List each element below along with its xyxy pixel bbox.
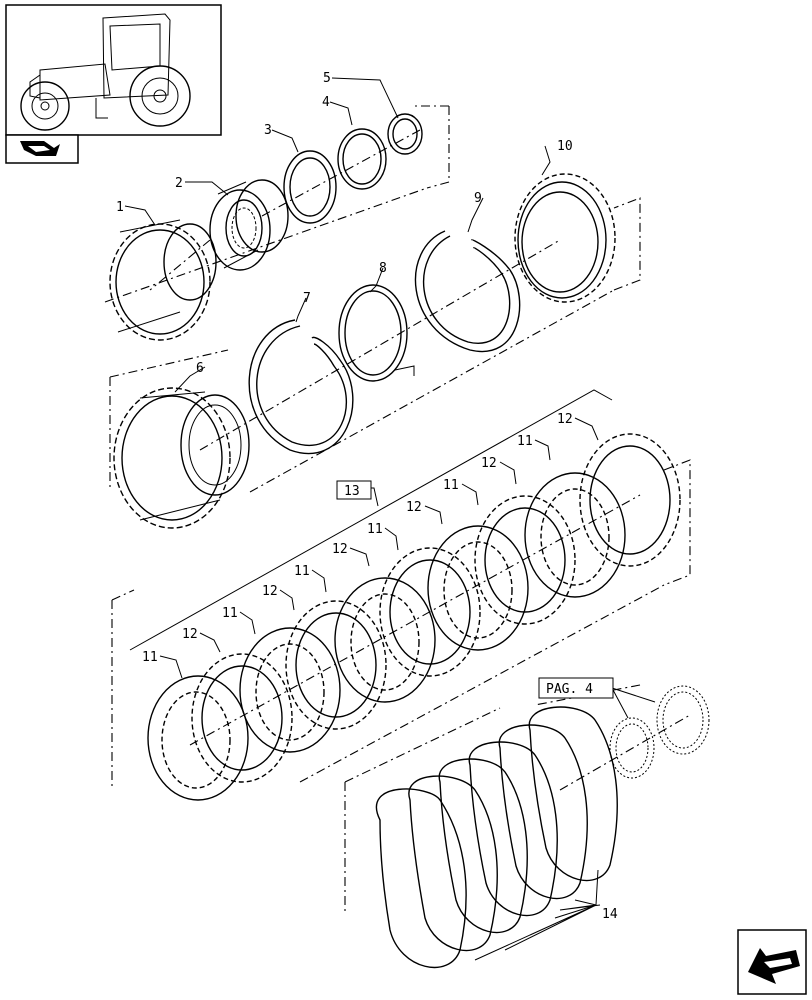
- callout-9: 9: [474, 191, 482, 206]
- part-3-washer: [283, 150, 337, 224]
- callout-13-box: 13: [336, 480, 372, 500]
- group-frame-springs: [344, 684, 641, 915]
- clutch-plate-stack: [147, 433, 681, 801]
- part-5-ring: [387, 113, 423, 155]
- tractor-thumbnail[interactable]: [5, 4, 222, 136]
- part-2-bearing: [209, 179, 289, 271]
- next-page-arrow-icon[interactable]: [737, 929, 807, 995]
- callout-12: 12: [557, 412, 573, 427]
- callout-4: 4: [322, 95, 330, 110]
- part-10-gear: [514, 173, 616, 303]
- callout-12: 12: [481, 456, 497, 471]
- page-ref-box[interactable]: PAG. 4: [538, 677, 614, 699]
- callout-12: 12: [182, 627, 198, 642]
- callout-12: 12: [332, 542, 348, 557]
- leader-lines: [124, 77, 656, 961]
- callout-12: 12: [406, 500, 422, 515]
- callout-8: 8: [379, 261, 387, 276]
- part-9-snap-ring: [414, 230, 521, 353]
- callout-1: 1: [116, 200, 124, 215]
- callout-3: 3: [264, 123, 272, 138]
- part-14-wave-springs: [376, 706, 618, 969]
- group-frame-clutch: [111, 459, 691, 790]
- callout-11: 11: [517, 434, 533, 449]
- callout-11: 11: [367, 522, 383, 537]
- callout-10: 10: [557, 139, 573, 154]
- part-8-ring: [338, 284, 415, 382]
- part-7-snap-ring: [248, 319, 354, 455]
- group-frame-upper: [104, 105, 450, 303]
- callout-2: 2: [175, 176, 183, 191]
- part-6-gear: [113, 387, 250, 529]
- part-4-snap-ring: [337, 128, 387, 190]
- callout-6: 6: [196, 361, 204, 376]
- book-icon[interactable]: [5, 134, 79, 164]
- callout-14: 14: [602, 907, 618, 922]
- callout-11: 11: [443, 478, 459, 493]
- group-frame-middle: [109, 197, 641, 490]
- callout-13: 13: [344, 484, 360, 499]
- page-ref-label[interactable]: PAG. 4: [546, 682, 593, 697]
- callout-12: 12: [262, 584, 278, 599]
- callout-11: 11: [142, 650, 158, 665]
- part-1-gear: [109, 219, 217, 341]
- callout-11: 11: [222, 606, 238, 621]
- ref-rings-pag4: [609, 685, 710, 779]
- callout-11: 11: [294, 564, 310, 579]
- callout-5: 5: [323, 71, 331, 86]
- callout-7: 7: [303, 291, 311, 306]
